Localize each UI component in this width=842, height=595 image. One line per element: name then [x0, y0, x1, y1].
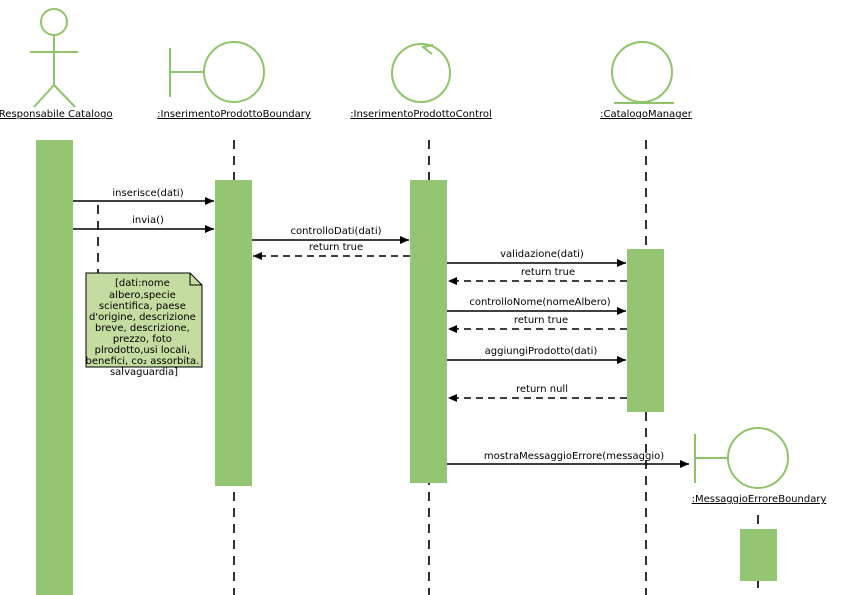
entity-activation	[627, 249, 664, 412]
message-label-7: controlloNome(nomeAlbero)	[469, 297, 610, 308]
entity-icon	[611, 41, 674, 104]
message-label-3: controlloDati(dati)	[290, 226, 381, 237]
boundary-activation	[215, 180, 252, 486]
message-label-2: invia()	[132, 215, 164, 226]
message-label-4: return true	[309, 242, 363, 253]
note-line: prezzo, foto	[113, 334, 172, 345]
boundary-label: :InserimentoProdottoBoundary	[157, 109, 311, 120]
note-fold	[189, 273, 202, 286]
note-line: scientifica, paese	[99, 301, 186, 312]
message-label-8: return true	[514, 315, 568, 326]
note-line: salvaguardia]	[110, 367, 178, 378]
error-boundary-activation	[740, 529, 777, 581]
note-line: plrodotto,usi locali,	[95, 345, 191, 356]
message-label-10: return null	[516, 384, 568, 395]
error-boundary-label: :MessaggioErroreBoundary	[692, 494, 827, 505]
message-label-1: inserisce(dati)	[112, 188, 183, 199]
actor-activation	[36, 140, 73, 595]
control-label: :InserimentoProdottoControl	[350, 109, 492, 120]
boundary-icon	[169, 41, 265, 103]
error-boundary-icon	[694, 427, 789, 489]
actor-figure-icon	[30, 8, 78, 108]
note-line: albero,specie	[109, 290, 176, 301]
note-line: [dati:nome	[115, 278, 170, 289]
control-icon	[391, 43, 451, 103]
note-shape	[85, 272, 203, 368]
note: [dati:nome albero,specie scientifica, pa…	[85, 272, 203, 378]
entity-label: :CatalogoManager	[600, 109, 693, 120]
message-label-5: validazione(dati)	[500, 249, 584, 260]
actor-label: :Responsabile Catalogo	[0, 109, 113, 120]
message-label-11: mostraMessaggioErrore(messaggio)	[484, 451, 664, 462]
note-line: benefici, co₂ assorbita.	[85, 356, 199, 367]
control-activation	[410, 180, 447, 483]
note-line: breve, descrizione,	[95, 323, 190, 334]
message-label-6: return true	[521, 267, 575, 278]
note-line: d'origine, descrizione	[89, 312, 196, 323]
note-text: [dati:nome albero,specie scientifica, pa…	[85, 278, 202, 378]
message-label-9: aggiungiProdotto(dati)	[485, 346, 598, 357]
